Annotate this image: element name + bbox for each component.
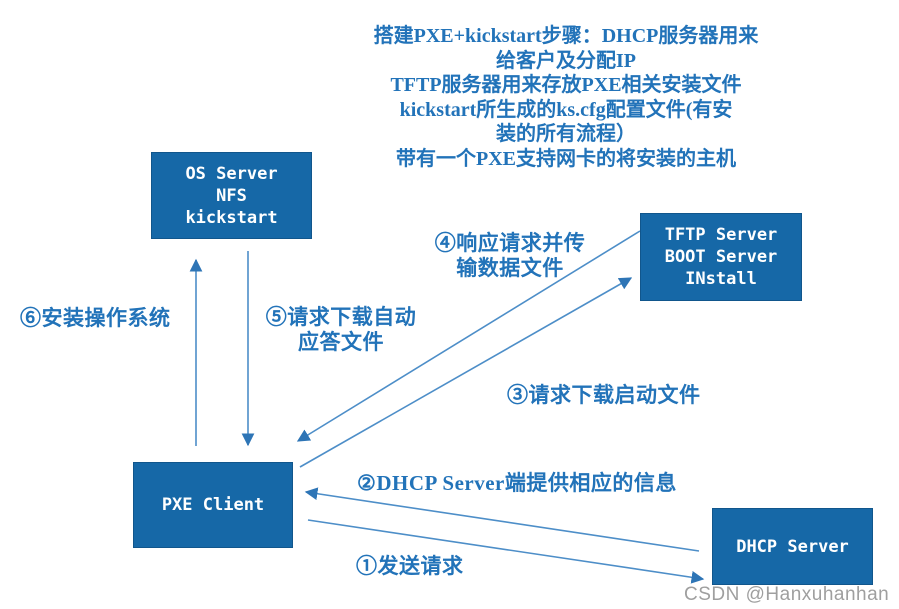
- node-pxe-client: PXE Client: [133, 462, 293, 548]
- arrow-step1-send-request: [307, 519, 705, 584]
- diagram-title: 搭建PXE+kickstart步骤：DHCP服务器用来 给客户及分配IP TFT…: [373, 25, 759, 170]
- label-step4: ④响应请求并传 输数据文件: [434, 231, 586, 280]
- csdn-watermark: CSDN @Hanxuhanhan: [684, 584, 890, 605]
- arrow-step3-request-boot-file: [299, 277, 633, 468]
- arrow-step2-dhcp-provides-info: [304, 487, 700, 552]
- arrow-step4-respond-transfer-data: [296, 230, 641, 442]
- label-step2: ②DHCP Server端提供相应的信息: [357, 471, 677, 495]
- label-step3: ③请求下载启动文件: [507, 383, 701, 407]
- label-step5: ⑤请求下载自动 应答文件: [265, 305, 417, 354]
- label-step1: ①发送请求: [356, 554, 464, 578]
- node-dhcp-server: DHCP Server: [712, 508, 873, 585]
- node-os-server: OS Server NFS kickstart: [151, 152, 312, 239]
- node-tftp-server: TFTP Server BOOT Server INstall: [640, 213, 802, 301]
- label-step6: ⑥安装操作系统: [20, 306, 171, 330]
